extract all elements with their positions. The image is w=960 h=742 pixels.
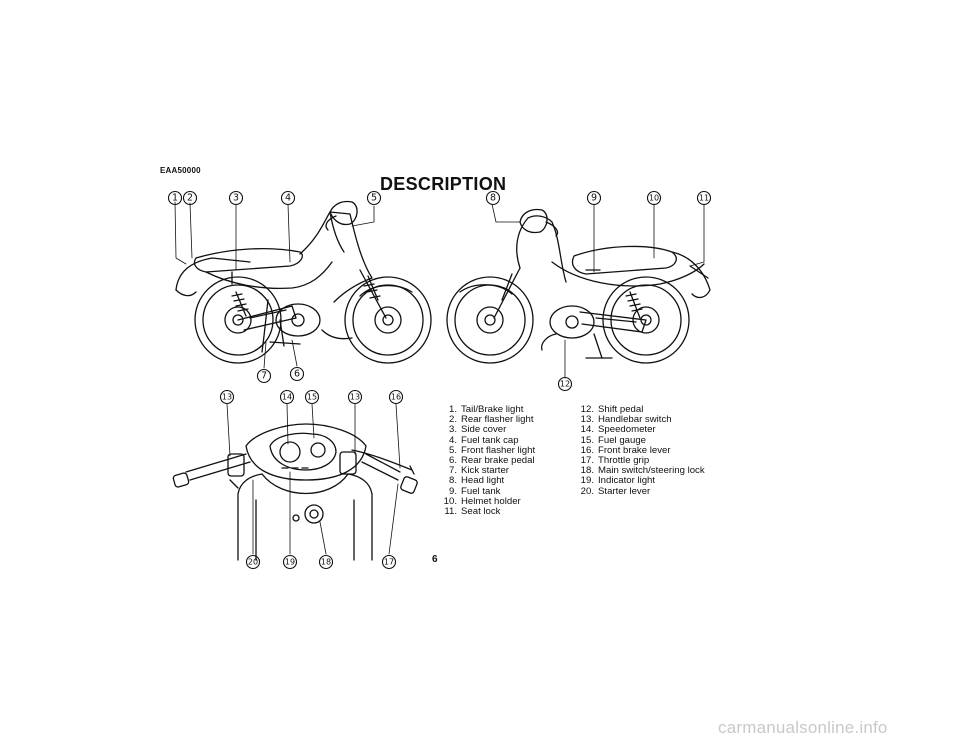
callout-13-right: 13 — [350, 393, 360, 402]
watermark-link[interactable]: carmanualsonline.info — [718, 718, 888, 738]
callout-18: 18 — [321, 558, 331, 567]
callout-17: 17 — [384, 558, 394, 567]
callout-2: 2 — [187, 193, 193, 204]
callout-6: 6 — [294, 369, 300, 380]
callout-5: 5 — [371, 193, 377, 204]
parts-legend-right: 12.Shift pedal 13.Handlebar switch 14.Sp… — [570, 405, 705, 497]
callout-16: 16 — [391, 393, 401, 402]
callout-1: 1 — [172, 193, 178, 204]
legend-item: 11.Seat lock — [433, 507, 535, 517]
callout-10: 10 — [649, 194, 659, 203]
right-side-view — [447, 210, 710, 364]
callout-20: 20 — [248, 558, 258, 567]
legend-item: 20.Starter lever — [570, 487, 705, 497]
callout-9: 9 — [591, 193, 597, 204]
callout-19: 19 — [285, 558, 295, 567]
callout-3: 3 — [233, 193, 239, 204]
parts-legend-left: 1.Tail/Brake light 2.Rear flasher light … — [433, 405, 535, 517]
left-side-view — [176, 201, 431, 363]
callout-4: 4 — [285, 193, 291, 204]
callout-8: 8 — [490, 193, 496, 204]
page-number: 6 — [432, 554, 438, 565]
callout-12: 12 — [560, 380, 570, 389]
callout-13-left: 13 — [222, 393, 232, 402]
callout-15: 15 — [307, 393, 317, 402]
handlebar-view — [173, 424, 418, 560]
callout-14: 14 — [282, 393, 292, 402]
callout-7: 7 — [261, 371, 267, 382]
callout-11: 11 — [699, 194, 709, 203]
